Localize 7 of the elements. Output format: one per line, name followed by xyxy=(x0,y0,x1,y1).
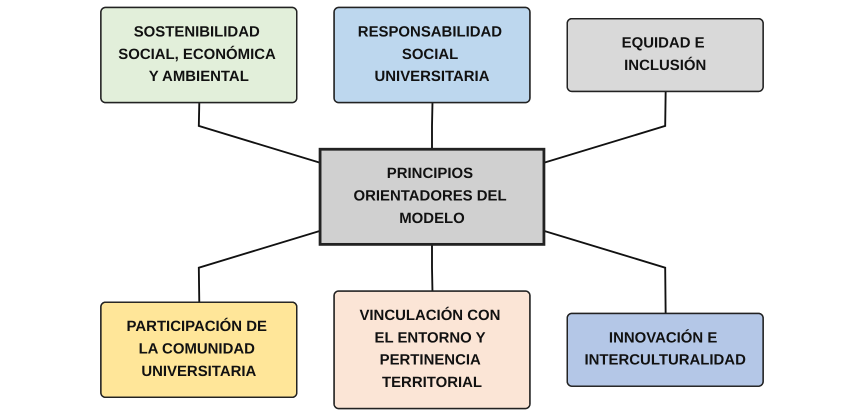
connector xyxy=(431,244,434,292)
connector xyxy=(198,230,320,303)
connector xyxy=(198,103,320,164)
connector xyxy=(544,230,667,314)
connector xyxy=(544,92,667,164)
connector xyxy=(431,103,434,150)
node-box: PRINCIPIOS ORIENTADORES DEL MODELO xyxy=(318,148,546,246)
